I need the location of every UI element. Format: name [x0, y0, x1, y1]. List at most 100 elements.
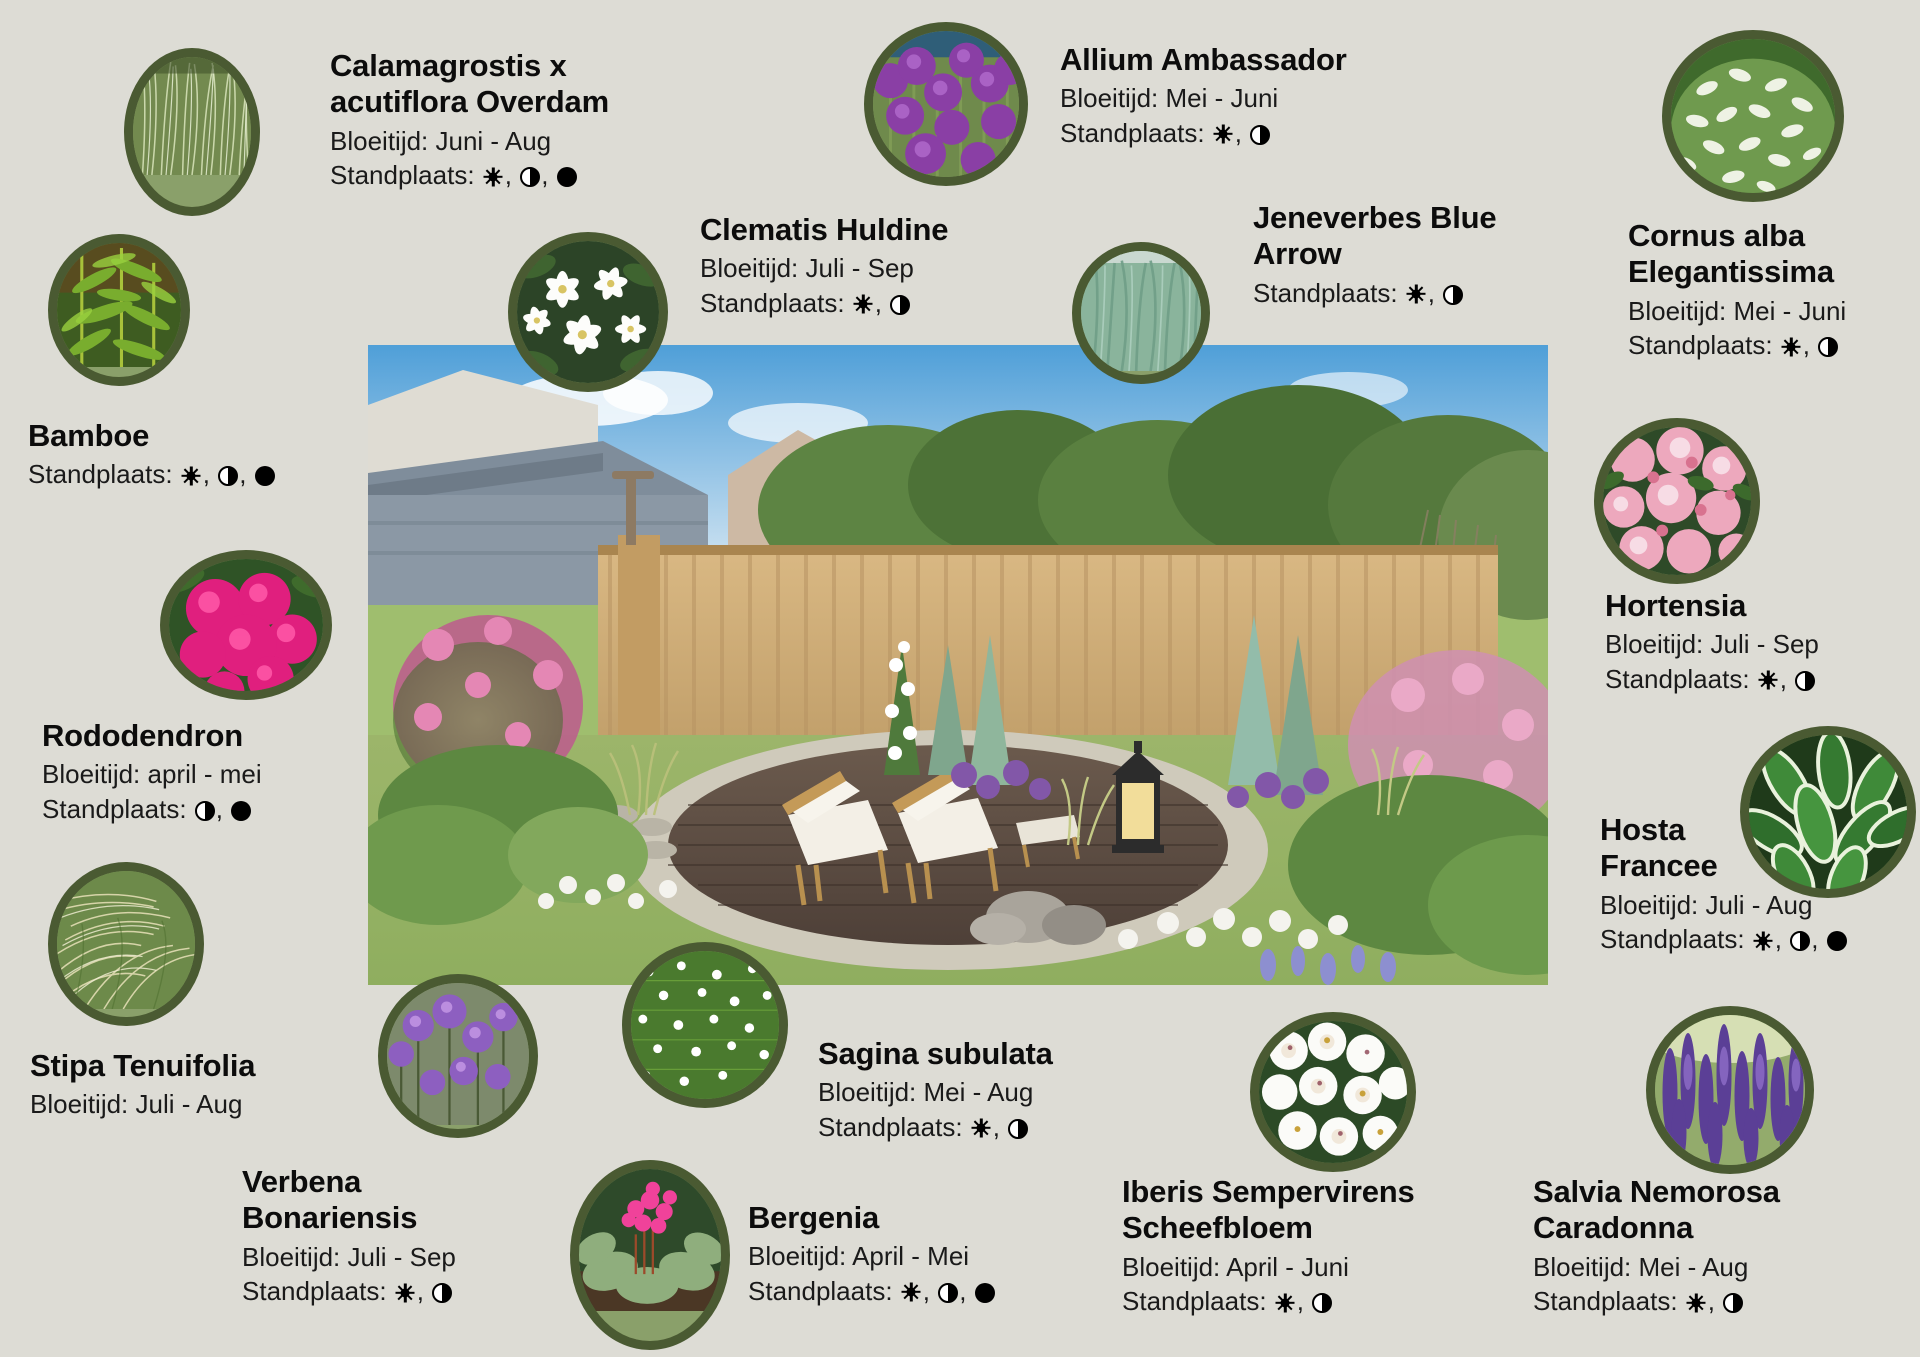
plant-photo-hortensia[interactable] — [1594, 418, 1760, 584]
plant-bloeitijd-verbena: Bloeitijd: Juli - Sep — [242, 1241, 456, 1272]
entry-allium: Allium Ambassador Bloeitijd: Mei - Juni … — [1060, 42, 1347, 150]
sun-icon — [483, 166, 504, 187]
full-shade-icon — [231, 800, 252, 821]
entry-verbena: Verbena Bonariensis Bloeitijd: Juli - Se… — [242, 1164, 456, 1309]
photo-hosta-variegated-leaves — [1749, 735, 1907, 889]
photo-purple-allium-globes — [873, 31, 1019, 177]
plant-bloeitijd-hortensia: Bloeitijd: Juli - Sep — [1605, 629, 1819, 660]
photo-purple-salvia-spikes — [1655, 1015, 1805, 1165]
full-shade-icon — [556, 167, 577, 188]
photo-feather-grass — [57, 871, 195, 1009]
plant-photo-bergenia[interactable] — [570, 1160, 730, 1350]
half-shade-icon — [1443, 284, 1464, 305]
entry-bamboe: Bamboe Standplaats: , , — [28, 418, 276, 492]
plant-name-iberis: Iberis Sempervirens Scheefbloem — [1122, 1174, 1415, 1246]
entry-sagina: Sagina subulata Bloeitijd: Mei - Aug Sta… — [818, 1036, 1053, 1144]
half-shade-icon — [1250, 124, 1271, 145]
plant-photo-salvia[interactable] — [1646, 1006, 1814, 1174]
plant-standplaats-allium: Standplaats: , — [1060, 116, 1347, 151]
standplaats-icons-rododendron: , — [194, 792, 252, 827]
plant-standplaats-hosta: Standplaats: , , — [1600, 922, 1848, 957]
plant-standplaats-cornus: Standplaats: , — [1628, 328, 1846, 363]
full-shade-icon — [254, 466, 275, 487]
standplaats-icons-allium: , — [1212, 116, 1271, 151]
half-shade-icon — [1795, 670, 1816, 691]
garden-render-svg — [368, 345, 1548, 985]
sun-icon — [901, 1282, 922, 1303]
sun-icon — [395, 1282, 416, 1303]
plant-bloeitijd-hosta: Bloeitijd: Juli - Aug — [1600, 889, 1813, 920]
half-shade-icon — [1008, 1118, 1029, 1139]
plant-photo-hosta[interactable] — [1740, 726, 1916, 898]
plant-name-salvia: Salvia Nemorosa Caradonna — [1533, 1174, 1780, 1246]
plant-standplaats-bergenia: Standplaats: , , — [748, 1274, 996, 1309]
plant-photo-clematis[interactable] — [508, 232, 668, 392]
plant-photo-stipa[interactable] — [48, 862, 204, 1026]
photo-purple-verbena — [387, 983, 529, 1125]
photo-bamboo-leaves — [57, 243, 181, 367]
plant-photo-calamagrostis[interactable] — [124, 48, 260, 216]
plant-photo-iberis[interactable] — [1250, 1012, 1416, 1172]
half-shade-icon — [1790, 931, 1811, 952]
entry-rododendron: Rododendron Bloeitijd: april - mei Stand… — [42, 718, 262, 826]
plant-name-clematis: Clematis Huldine — [700, 212, 949, 247]
plant-name-rododendron: Rododendron — [42, 718, 243, 753]
plant-standplaats-calamagrostis: Standplaats: , , — [330, 158, 609, 193]
photo-pink-rhododendron-blooms — [169, 559, 323, 691]
photo-sagina-moss-white-flowers — [631, 951, 779, 1099]
plant-name-hosta: Hosta Francee — [1600, 812, 1718, 884]
sun-icon — [1275, 1292, 1296, 1313]
half-shade-icon — [1818, 337, 1839, 358]
sun-icon — [181, 465, 202, 486]
plant-standplaats-sagina: Standplaats: , — [818, 1110, 1053, 1145]
sun-icon — [1213, 124, 1234, 145]
standplaats-icons-salvia: , — [1685, 1284, 1744, 1319]
sun-icon — [1753, 930, 1774, 951]
plant-photo-allium[interactable] — [864, 22, 1028, 186]
plant-name-jeneverbes: Jeneverbes Blue Arrow — [1253, 200, 1497, 272]
plant-name-cornus: Cornus alba Elegantissima — [1628, 218, 1834, 290]
entry-stipa: Stipa Tenuifolia Bloeitijd: Juli - Aug — [30, 1048, 255, 1122]
plant-photo-verbena[interactable] — [378, 974, 538, 1138]
photo-ornamental-grass-variegated — [133, 57, 251, 175]
standplaats-icons-jeneverbes: , — [1405, 276, 1464, 311]
plant-photo-jeneverbes[interactable] — [1072, 242, 1210, 384]
plant-bloeitijd-sagina: Bloeitijd: Mei - Aug — [818, 1077, 1034, 1108]
half-shade-icon — [520, 167, 541, 188]
standplaats-icons-cornus: , — [1780, 328, 1839, 363]
plant-bloeitijd-salvia: Bloeitijd: Mei - Aug — [1533, 1251, 1749, 1282]
plant-bloeitijd-stipa: Bloeitijd: Juli - Aug — [30, 1089, 243, 1120]
standplaats-icons-sagina: , — [970, 1110, 1029, 1145]
plant-name-calamagrostis: Calamagrostis x acutiflora Overdam — [330, 48, 609, 120]
plant-bloeitijd-calamagrostis: Bloeitijd: Juni - Aug — [330, 125, 552, 156]
sun-icon — [853, 294, 874, 315]
plant-photo-sagina[interactable] — [622, 942, 788, 1108]
entry-clematis: Clematis Huldine Bloeitijd: Juli - Sep S… — [700, 212, 948, 320]
plant-standplaats-clematis: Standplaats: , — [700, 286, 948, 321]
standplaats-icons-calamagrostis: , , — [482, 158, 578, 193]
plant-name-verbena: Verbena Bonariensis — [242, 1164, 418, 1236]
entry-jeneverbes: Jeneverbes Blue Arrow Standplaats: , — [1253, 200, 1497, 311]
plant-standplaats-jeneverbes: Standplaats: , — [1253, 276, 1496, 311]
plant-photo-bamboe[interactable] — [48, 234, 190, 386]
plant-standplaats-hortensia: Standplaats: , — [1605, 662, 1819, 697]
plant-name-stipa: Stipa Tenuifolia — [30, 1048, 256, 1083]
standplaats-icons-clematis: , — [852, 286, 911, 321]
plant-standplaats-salvia: Standplaats: , — [1533, 1284, 1780, 1319]
entry-calamagrostis: Calamagrostis x acutiflora Overdam Bloei… — [330, 48, 609, 193]
plant-bloeitijd-iberis: Bloeitijd: April - Juni — [1122, 1251, 1349, 1282]
plant-name-allium: Allium Ambassador — [1060, 42, 1347, 77]
sun-icon — [1686, 1292, 1707, 1313]
half-shade-icon — [1723, 1293, 1744, 1314]
half-shade-icon — [1312, 1293, 1333, 1314]
half-shade-icon — [890, 294, 911, 315]
plant-photo-rododendron[interactable] — [160, 550, 332, 700]
photo-pink-hydrangea — [1603, 427, 1751, 575]
photo-white-clematis-flowers — [517, 241, 659, 383]
entry-hortensia: Hortensia Bloeitijd: Juli - Sep Standpla… — [1605, 588, 1819, 696]
half-shade-icon — [194, 800, 215, 821]
plant-photo-cornus[interactable] — [1662, 30, 1844, 202]
half-shade-icon — [432, 1283, 453, 1304]
entry-hosta: Hosta Francee Bloeitijd: Juli - Aug Stan… — [1600, 812, 1848, 957]
plant-standplaats-iberis: Standplaats: , — [1122, 1284, 1415, 1319]
